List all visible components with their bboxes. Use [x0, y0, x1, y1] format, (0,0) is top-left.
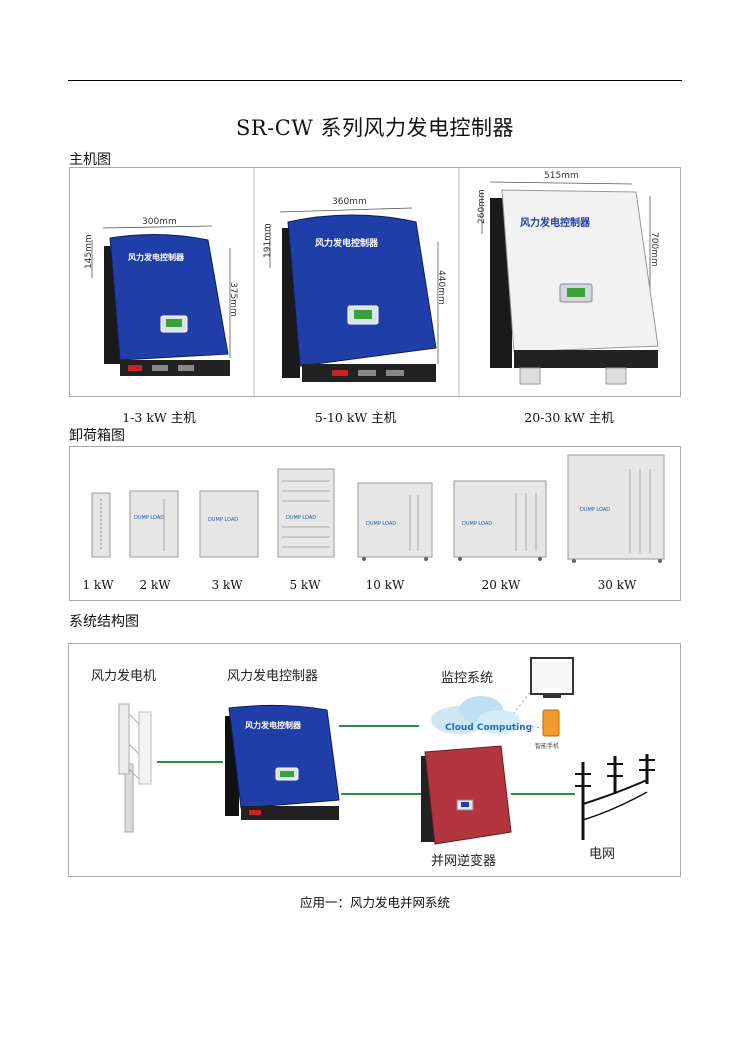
dump-load-1kw — [91, 492, 111, 558]
dump-load-5kw: DUMP LOAD — [277, 468, 335, 558]
section-heading-main-units: 主机图 — [69, 152, 111, 168]
caption-unit-3: 20-30 kW 主机 — [524, 410, 614, 425]
dim-depth-2: 191mm — [263, 223, 273, 258]
label-grid: 电网 — [589, 847, 615, 862]
caption-unit-1: 1-3 kW 主机 — [122, 410, 196, 425]
label-controller: 风力发电控制器 — [227, 668, 318, 684]
dump-load-drawing: DUMP LOAD DUMP LOAD DUMP LOAD DUMP LOAD — [91, 454, 665, 563]
dump-load-tag-30: DUMP LOAD — [580, 507, 610, 513]
dim-height-3: 700mm — [649, 232, 659, 267]
system-drawing: 风力发电机 风力发电控制器 监控系统 并网逆变器 电网 风力发电控制器 — [91, 657, 655, 869]
dim-height-2: 440mm — [436, 270, 446, 305]
dim-depth-3: 260mm — [477, 189, 487, 224]
dump-load-label-1: 1 kW — [82, 578, 114, 592]
dump-load-label-20: 20 kW — [481, 578, 521, 592]
dump-load-label-10: 10 kW — [365, 578, 405, 592]
dump-load-tag-3: DUMP LOAD — [208, 517, 238, 523]
unit-1-3kw: 300mm 145mm 375mm 风力发电控制器 — [84, 217, 238, 376]
dump-load-label-30: 30 kW — [597, 578, 637, 592]
dump-load-30kw: DUMP LOAD — [567, 454, 665, 563]
dump-load-2kw: DUMP LOAD — [129, 490, 179, 558]
dump-load-tag-20: DUMP LOAD — [462, 521, 492, 527]
inverter-unit-icon — [421, 745, 512, 845]
section-heading-dump-load: 卸荷箱图 — [69, 428, 125, 444]
unit-1-brand: 风力发电控制器 — [128, 252, 185, 262]
label-monitor: 监控系统 — [441, 671, 493, 686]
cloud-icon: Cloud Computing — [431, 696, 532, 734]
unit-5-10kw: 360mm 191mm 440mm 风力发电控制器 — [263, 197, 446, 382]
dim-depth-1: 145mm — [84, 234, 94, 269]
dim-width-2: 360mm — [332, 197, 367, 207]
label-inverter: 并网逆变器 — [431, 853, 496, 869]
dim-width-1: 300mm — [142, 217, 177, 227]
dim-width-3: 515mm — [544, 171, 579, 181]
dump-load-tag-10: DUMP LOAD — [366, 521, 396, 527]
main-units-drawing: 300mm 145mm 375mm 风力发电控制器 360mm 191mm 44… — [84, 168, 659, 396]
dump-load-20kw: DUMP LOAD — [453, 480, 547, 561]
caption-unit-2: 5-10 kW 主机 — [314, 410, 397, 425]
phone-label: 智能手机 — [535, 742, 559, 750]
section-heading-system: 系统结构图 — [69, 614, 139, 630]
unit-2-brand: 风力发电控制器 — [315, 237, 379, 249]
label-turbine: 风力发电机 — [91, 668, 156, 684]
cloud-label: Cloud Computing — [445, 723, 532, 733]
page-title: SR-CW 系列风力发电控制器 — [235, 116, 515, 140]
system-diagram: 风力发电机 风力发电控制器 监控系统 并网逆变器 电网 风力发电控制器 — [68, 643, 681, 877]
dump-load-label-2: 2 kW — [139, 578, 171, 592]
smartphone-icon: 智能手机 — [535, 709, 560, 750]
unit-20-30kw: 515mm 260mm 700mm 风力发电控制器 — [477, 171, 659, 385]
unit-3-brand: 风力发电控制器 — [520, 216, 591, 229]
controller-unit-icon: 风力发电控制器 — [225, 704, 340, 820]
monitor-icon — [530, 657, 574, 698]
dump-load-tag-5: DUMP LOAD — [286, 515, 316, 521]
power-grid-icon — [575, 754, 655, 840]
dim-height-1: 375mm — [228, 282, 238, 317]
dump-load-label-5: 5 kW — [289, 578, 321, 592]
dump-load-tag-2: DUMP LOAD — [134, 515, 164, 521]
main-units-figure: 300mm 145mm 375mm 风力发电控制器 360mm 191mm 44… — [69, 167, 681, 397]
dump-load-3kw: DUMP LOAD — [199, 490, 259, 558]
diagram-controller-brand: 风力发电控制器 — [245, 720, 302, 730]
figure-caption: 应用一：风力发电并网系统 — [299, 895, 450, 910]
dump-load-figure: DUMP LOAD DUMP LOAD DUMP LOAD DUMP LOAD — [69, 446, 681, 601]
top-rule — [68, 80, 682, 81]
dump-load-label-3: 3 kW — [211, 578, 243, 592]
dump-load-10kw: DUMP LOAD — [357, 482, 433, 561]
wind-turbine-icon — [118, 703, 152, 833]
